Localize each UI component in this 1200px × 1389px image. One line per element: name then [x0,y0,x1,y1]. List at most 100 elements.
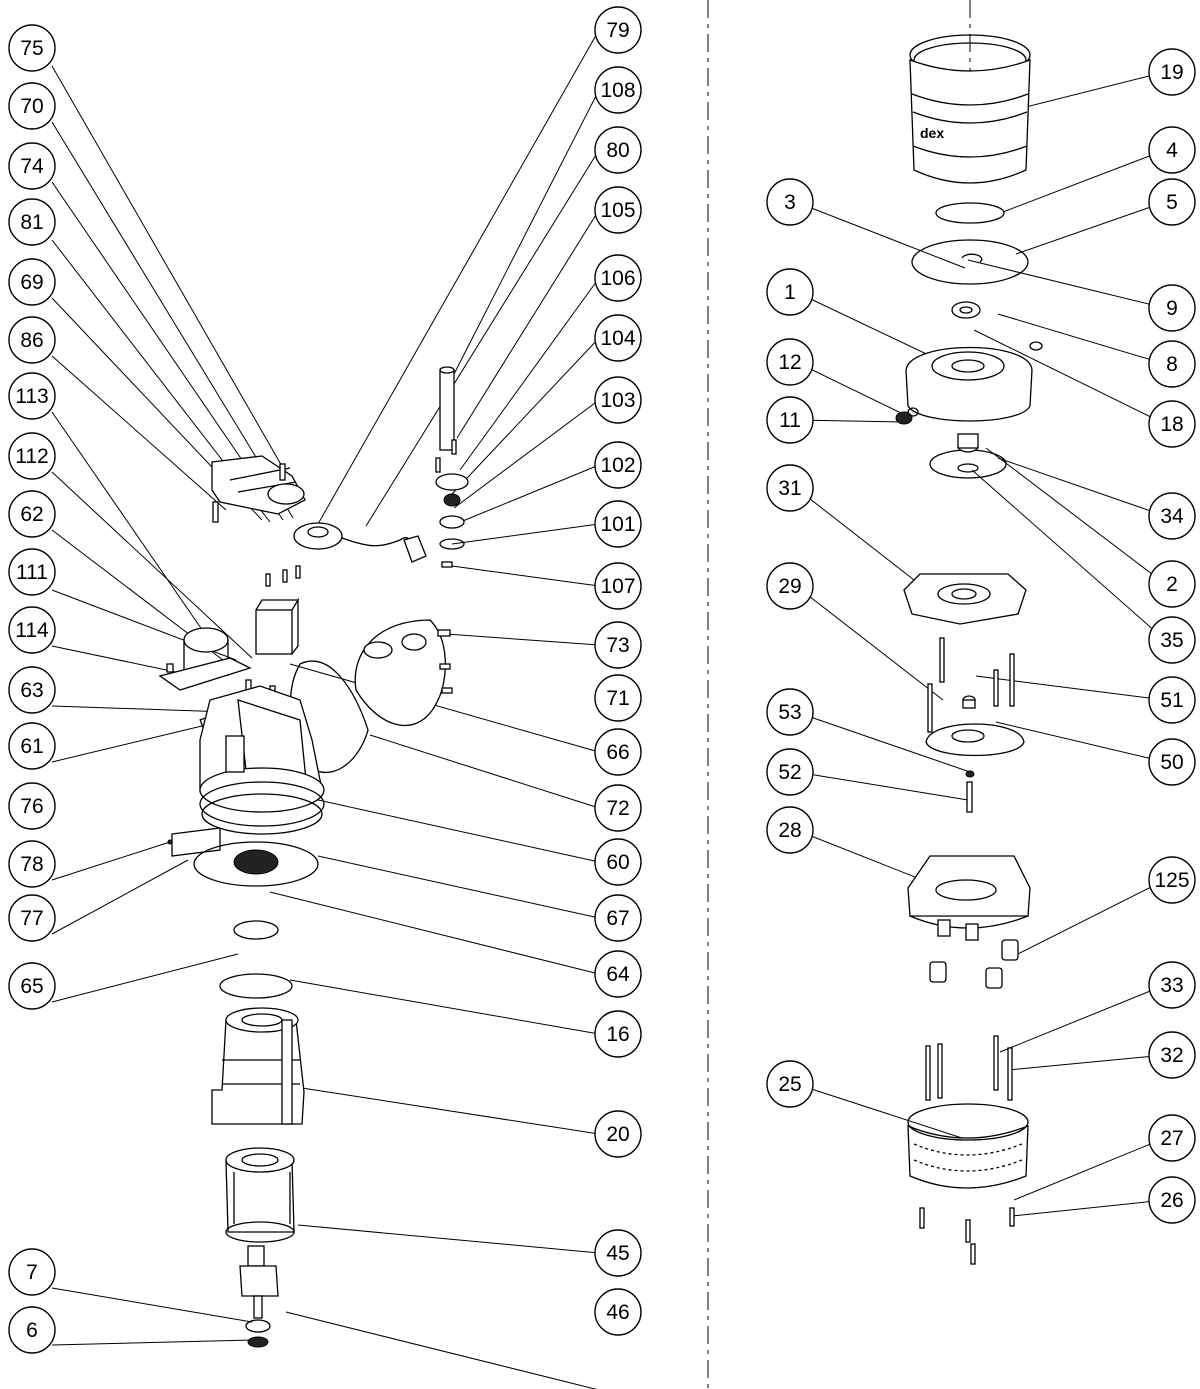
callout-18: 18 [1148,400,1196,448]
callout-label: 74 [20,155,44,178]
callout-50: 50 [1148,738,1196,786]
callout-circle [1148,178,1196,226]
callout-33: 33 [1148,961,1196,1009]
callout-125: 125 [1148,856,1196,904]
callout-circle [594,838,642,886]
callout-101: 101 [594,500,642,548]
callout-circle [8,1306,56,1354]
callout-circle [1148,1176,1196,1224]
callout-label: 113 [15,385,48,408]
callout-label: 114 [15,619,49,642]
callout-circle [8,782,56,830]
callout-label: 62 [20,503,43,526]
callout-label: 64 [606,963,630,986]
callout-80: 80 [594,126,642,174]
callout-circle [594,186,642,234]
callout-circle [766,1060,814,1108]
callout-label: 86 [20,329,43,352]
callout-label: 76 [20,795,43,818]
callout-108: 108 [594,66,642,114]
callout-label: 71 [606,687,629,710]
callout-circle [8,198,56,246]
callout-label: 105 [600,199,635,222]
callout-12: 12 [766,338,814,386]
callout-label: 4 [1166,139,1178,162]
callout-label: 11 [779,409,801,432]
callout-46: 46 [594,1288,642,1336]
callout-label: 104 [600,327,635,350]
callout-73: 73 [594,621,642,669]
callout-label: 72 [606,797,629,820]
callout-circle [1148,856,1196,904]
callout-52: 52 [766,748,814,796]
callout-3: 3 [766,178,814,226]
callout-circle [594,1110,642,1158]
callout-113: 113 [8,372,56,420]
callout-circle [8,962,56,1010]
callout-circle [8,606,56,654]
callout-5: 5 [1148,178,1196,226]
callout-label: 26 [1160,1189,1183,1212]
callout-label: 60 [606,851,629,874]
callout-circle [766,688,814,736]
callout-45: 45 [594,1229,642,1277]
callout-label: 19 [1160,61,1183,84]
callout-circle [594,562,642,610]
callout-circle [1148,126,1196,174]
callout-circle [594,1010,642,1058]
callout-112: 112 [8,432,56,480]
callout-34: 34 [1148,492,1196,540]
callout-circle [1148,400,1196,448]
callout-circle [8,24,56,72]
callout-11: 11 [766,396,814,444]
callout-8: 8 [1148,340,1196,388]
callout-label: 7 [26,1261,38,1284]
leader-lines [51,29,1166,1389]
callout-9: 9 [1148,284,1196,332]
callout-circle [594,784,642,832]
callout-label: 18 [1160,413,1183,436]
callout-label: 12 [778,351,801,374]
callout-label: 112 [15,445,48,468]
callout-label: 107 [600,575,635,598]
callout-label: 63 [20,679,43,702]
callout-circle [766,562,814,610]
brand-marking: dex [920,125,944,141]
callout-label: 111 [16,561,48,584]
callout-circle [766,178,814,226]
callout-63: 63 [8,666,56,714]
callout-circle [8,316,56,364]
callout-72: 72 [594,784,642,832]
callout-16: 16 [594,1010,642,1058]
callout-circle [1148,48,1196,96]
callout-circle [594,621,642,669]
callout-35: 35 [1148,616,1196,664]
callout-70: 70 [8,82,56,130]
callout-label: 28 [778,819,801,842]
callout-layer: 7570748169861131126211111463617678776576… [8,6,1196,1354]
callout-circle [8,1248,56,1296]
callout-circle [8,666,56,714]
callout-circle [1148,492,1196,540]
callout-label: 46 [606,1301,629,1324]
callout-circle [8,722,56,770]
callout-circle [594,894,642,942]
callout-label: 1 [784,281,796,304]
callout-label: 67 [606,907,629,930]
callout-label: 45 [606,1242,629,1265]
callout-circle [766,338,814,386]
callout-2: 2 [1148,560,1196,608]
callout-29: 29 [766,562,814,610]
callout-circle [1148,676,1196,724]
callout-label: 70 [20,95,43,118]
callout-75: 75 [8,24,56,72]
callout-106: 106 [594,254,642,302]
callout-label: 81 [20,211,43,234]
callout-circle [766,748,814,796]
callout-circle [594,950,642,998]
callout-label: 125 [1154,869,1189,892]
callout-circle [1148,738,1196,786]
callout-71: 71 [594,674,642,722]
callout-60: 60 [594,838,642,886]
